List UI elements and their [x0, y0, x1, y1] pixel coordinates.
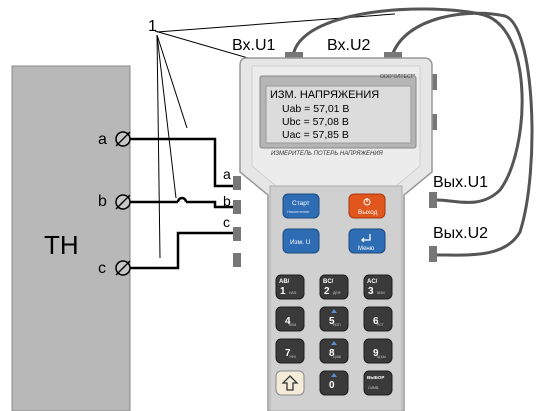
key-digit: 2	[324, 286, 330, 297]
start-button[interactable]: Старт Накопление	[282, 193, 320, 219]
exit-button-label: Выход	[358, 209, 378, 216]
screen	[265, 85, 412, 144]
connector-right-2	[429, 114, 437, 130]
terminal-c	[115, 260, 131, 276]
terminal-a-label: a	[98, 131, 107, 148]
terminal-b-label: b	[98, 193, 107, 210]
keypad-key[interactable]	[275, 370, 305, 396]
connector-a	[233, 176, 241, 190]
connector-in-u1	[285, 52, 303, 60]
screen-line-ubc: Ubc = 57,08 В	[282, 116, 349, 128]
key-digit: 8	[329, 348, 335, 359]
input-a-label: a	[223, 166, 231, 182]
keypad-key[interactable]: ВЫБОР СИМВ.	[363, 370, 393, 396]
key-sub-label: РСТ	[377, 323, 385, 327]
wire-b-2	[186, 200, 236, 209]
terminal-c-label: c	[98, 260, 106, 277]
key-sub-label: ЦЧШ	[333, 355, 341, 359]
measure-u-button[interactable]: Изм. U	[282, 228, 320, 254]
key-top-label: ВЫБОР	[367, 375, 384, 380]
input-port-u2-label: Вх.U2	[327, 37, 370, 54]
device-brand: ООО"ОЛТЕСТ"	[380, 74, 415, 80]
callout-leaders	[154, 13, 396, 259]
keypad-key[interactable]: 0	[319, 370, 349, 396]
key-sub-label: ДЕФ	[333, 291, 341, 295]
key-top-label: AB/	[279, 279, 290, 285]
exit-button[interactable]: Выход	[348, 193, 386, 219]
key-top-label: AC/	[367, 279, 378, 285]
connector-b	[233, 200, 241, 214]
screen-line-uab: Uab = 57,01 В	[282, 103, 349, 115]
terminal-a	[115, 131, 131, 147]
measure-button-label: Изм. U	[290, 239, 311, 246]
key-sub-label: ЖЗИ	[377, 291, 385, 295]
input-port-u1-label: Вх.U1	[232, 37, 275, 54]
wire-c	[130, 231, 236, 270]
transformer-block	[11, 65, 131, 411]
key-sub-label: НОП	[333, 323, 341, 327]
transformer-label: ТН	[44, 230, 79, 260]
output-port-u1-label: Вых.U1	[433, 174, 488, 191]
arrow-up-icon	[331, 341, 337, 345]
start-button-sublabel: Накопление	[287, 209, 310, 214]
screen-title: ИЗМ. НАПРЯЖЕНИЯ	[270, 89, 379, 101]
connector-in-u2	[384, 52, 402, 60]
terminal-b	[115, 194, 131, 210]
key-digit: 4	[285, 316, 291, 327]
key-digit: 6	[373, 316, 379, 327]
key-top-label: BC/	[323, 279, 334, 285]
enter-icon	[362, 234, 371, 241]
key-sub-label: УФХ	[289, 355, 297, 359]
cable-u1	[291, 7, 524, 204]
input-b-label: b	[223, 193, 231, 209]
shift-arrow-icon	[281, 375, 299, 391]
arrow-up-icon	[331, 309, 337, 313]
callout-number: 1	[148, 18, 157, 35]
key-digit: 9	[373, 348, 379, 359]
arrow-up-icon	[331, 373, 337, 377]
menu-button-label: Меню	[358, 246, 375, 252]
connector-right-1	[429, 74, 437, 90]
key-digit: 7	[285, 348, 291, 359]
connector-out-u2	[429, 246, 437, 262]
device-subtitle: ИЗМЕРИТЕЛЬ ПОТЕРЬ НАПРЯЖЕНИЯ	[271, 151, 384, 157]
key-digit: 3	[368, 286, 374, 297]
key-digit: 5	[329, 316, 335, 327]
start-button-label: Старт	[292, 200, 310, 207]
key-sub-label: ЩЪЫ	[377, 355, 386, 359]
phase-wires	[130, 137, 236, 270]
output-port-u2-label: Вых.U2	[433, 225, 488, 242]
key-sub-label: СИМВ.	[368, 386, 379, 390]
key-sub-label: НАЭ	[289, 291, 297, 295]
key-sub-label: КЛМ	[289, 323, 296, 327]
key-digit: 1	[280, 286, 286, 297]
key-digit: 0	[329, 380, 335, 391]
input-c-label: c	[223, 214, 230, 230]
menu-button[interactable]: Меню	[348, 228, 386, 254]
screen-line-uac: Uac = 57,85 В	[282, 129, 349, 141]
wire-a	[130, 137, 236, 188]
connector-c	[233, 227, 241, 241]
connector-out-u1	[429, 192, 437, 208]
cable-u2	[390, 11, 534, 257]
loop-cables	[291, 7, 534, 257]
wire-b-hop	[176, 196, 188, 203]
connector-extra	[233, 253, 241, 267]
